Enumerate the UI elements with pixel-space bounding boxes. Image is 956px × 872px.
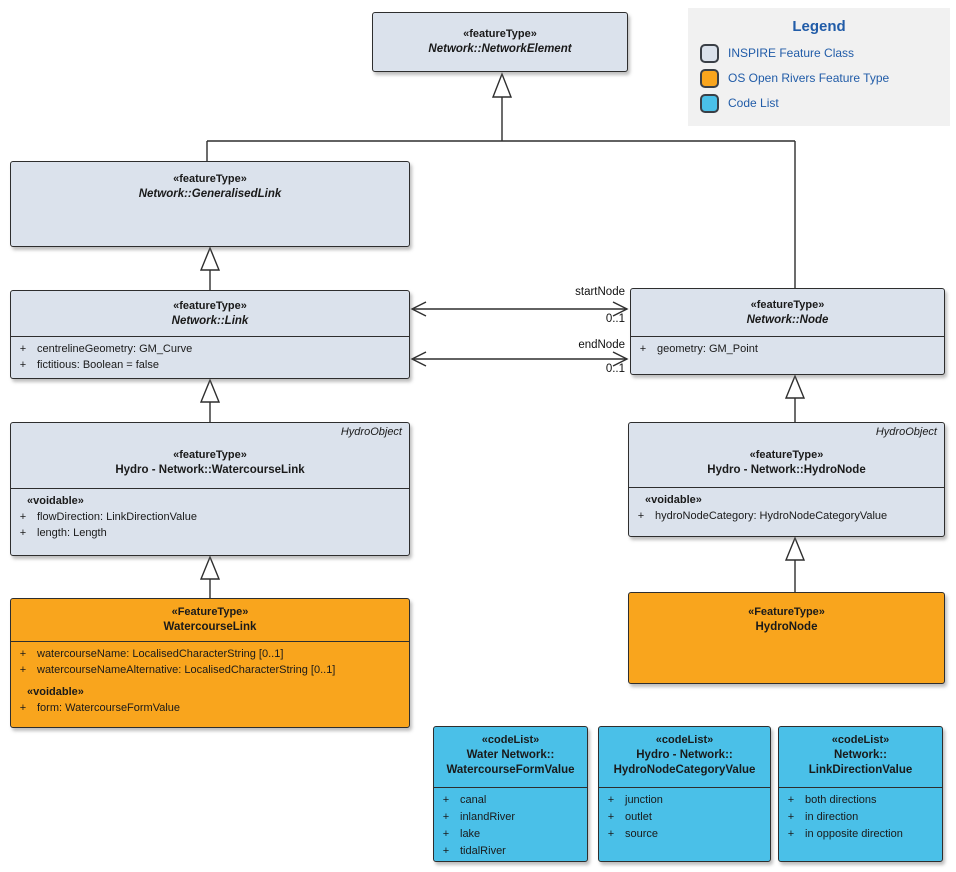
codelist-value: +canal xyxy=(442,794,487,806)
class-name: Network::GeneralisedLink xyxy=(138,188,282,200)
class-name: Hydro - Network::WatercourseLink xyxy=(115,464,305,476)
class-name: HydroNode xyxy=(755,621,818,633)
hydroobject-corner-label: HydroObject xyxy=(340,426,402,438)
stereotype-label: «featureType» xyxy=(173,299,247,312)
class-name: Hydro - Network::HydroNode xyxy=(707,464,866,476)
codelist-value: +both directions xyxy=(787,794,877,806)
generalization-triangle xyxy=(784,536,806,561)
attribute-row: + geometry: GM_Point xyxy=(639,343,758,355)
codelist-name: WatercourseFormValue xyxy=(446,764,575,776)
stereotype-label: «featureType» xyxy=(749,449,824,461)
arrowhead xyxy=(410,301,427,317)
generalization-triangle xyxy=(199,246,221,271)
stereotype-label: «codeList» xyxy=(655,734,714,746)
legend-item-label: INSPIRE Feature Class xyxy=(728,46,855,60)
arrowhead xyxy=(410,351,427,367)
inspire-color-swatch xyxy=(700,43,719,63)
codelist-color-swatch xyxy=(700,93,719,113)
arrowhead xyxy=(612,301,629,317)
association-multiplicity: 0..1 xyxy=(605,363,625,375)
class-hydro-network-watercourselink: HydroObject «featureType» Hydro - Networ… xyxy=(10,422,410,556)
stereotype-label: «codeList» xyxy=(831,734,890,746)
arrowhead xyxy=(612,351,629,367)
codelist-linkdirectionvalue: «codeList» Network:: LinkDirectionValue … xyxy=(778,726,943,862)
attribute-row: + length: Length xyxy=(19,527,107,539)
codelist-value: +lake xyxy=(442,828,481,840)
class-network-generalisedlink: «featureType» Network::GeneralisedLink xyxy=(10,161,410,247)
voidable-label: «voidable» xyxy=(645,494,702,506)
stereotype-label: «codeList» xyxy=(481,734,540,746)
stereotype-label: «featureType» xyxy=(173,173,247,185)
codelist-value: +tidalRiver xyxy=(442,845,506,857)
legend-item-codelist: Code List xyxy=(700,93,938,113)
class-network-link: «featureType» Network::Link + centreline… xyxy=(10,290,410,379)
codelist-value: +source xyxy=(607,828,659,840)
codelist-scope: Hydro - Network:: xyxy=(636,749,733,761)
legend-item-os-open-rivers: OS Open Rivers Feature Type xyxy=(700,68,938,88)
attribute-row: + watercourseNameAlternative: LocalisedC… xyxy=(19,664,336,676)
voidable-label: «voidable» xyxy=(27,495,84,507)
class-network-networkelement: «featureType» Network::NetworkElement xyxy=(372,12,628,72)
association-label-endnode: endNode xyxy=(578,339,625,351)
attribute-row: + flowDirection: LinkDirectionValue xyxy=(19,511,197,523)
class-name: Network::Node xyxy=(746,313,829,326)
attribute-row: + form: WatercourseFormValue xyxy=(19,702,181,714)
codelist-hydronodecategoryvalue: «codeList» Hydro - Network:: HydroNodeCa… xyxy=(598,726,771,862)
class-network-node: «featureType» Network::Node + geometry: … xyxy=(630,288,945,375)
codelist-value: +junction xyxy=(607,794,663,806)
class-os-hydronode: «FeatureType» HydroNode xyxy=(628,592,945,684)
codelist-name: LinkDirectionValue xyxy=(808,764,913,776)
generalization-triangle xyxy=(199,378,221,403)
codelist-value: +in opposite direction xyxy=(787,828,903,840)
attribute-row: + centrelineGeometry: GM_Curve xyxy=(19,343,193,355)
codelist-scope: Water Network:: xyxy=(466,749,555,761)
stereotype-label: «FeatureType» xyxy=(171,606,249,618)
class-name: Network::Link xyxy=(171,314,249,327)
legend-item-label: OS Open Rivers Feature Type xyxy=(728,71,890,85)
attribute-row: + hydroNodeCategory: HydroNodeCategoryVa… xyxy=(637,510,888,522)
legend-panel: Legend INSPIRE Feature Class OS Open Riv… xyxy=(688,8,950,126)
legend-item-label: Code List xyxy=(728,96,779,110)
class-os-watercourselink: «FeatureType» WatercourseLink + watercou… xyxy=(10,598,410,728)
codelist-watercourseformvalue: «codeList» Water Network:: WatercourseFo… xyxy=(433,726,588,862)
generalization-triangle xyxy=(784,374,806,399)
voidable-label: «voidable» xyxy=(27,686,84,698)
generalization-triangle xyxy=(199,555,221,580)
codelist-value: +inlandRiver xyxy=(442,811,516,823)
hydroobject-corner-label: HydroObject xyxy=(875,426,937,438)
codelist-value: +outlet xyxy=(607,811,652,823)
attribute-row: + fictitious: Boolean = false xyxy=(19,359,159,371)
legend-title: Legend xyxy=(792,18,846,35)
class-name: Network::NetworkElement xyxy=(428,43,572,55)
association-multiplicity: 0..1 xyxy=(605,313,625,325)
generalization-triangle xyxy=(491,72,513,98)
attribute-row: + watercourseName: LocalisedCharacterStr… xyxy=(19,648,284,660)
os-open-rivers-color-swatch xyxy=(700,68,719,88)
stereotype-label: «FeatureType» xyxy=(748,606,825,618)
codelist-scope: Network:: xyxy=(833,749,888,761)
association-label-startnode: startNode xyxy=(575,286,625,298)
legend-item-inspire: INSPIRE Feature Class xyxy=(700,43,938,63)
class-name: WatercourseLink xyxy=(163,621,257,633)
generalization-tree-line xyxy=(206,97,796,288)
codelist-value: +in direction xyxy=(787,811,859,823)
stereotype-label: «featureType» xyxy=(463,28,537,40)
stereotype-label: «featureType» xyxy=(750,298,825,311)
class-hydro-network-hydronode: HydroObject «featureType» Hydro - Networ… xyxy=(628,422,945,537)
codelist-name: HydroNodeCategoryValue xyxy=(613,764,756,776)
stereotype-label: «featureType» xyxy=(173,449,247,461)
